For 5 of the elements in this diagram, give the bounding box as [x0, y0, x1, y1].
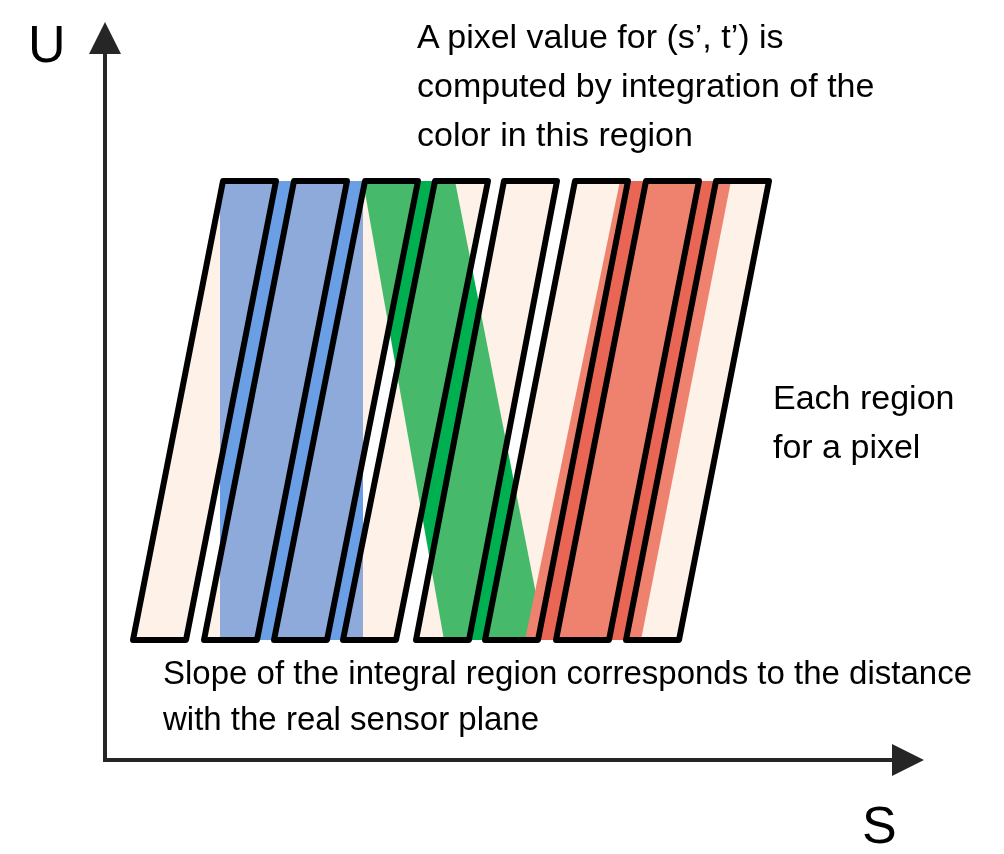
axis-label: U	[28, 14, 67, 74]
annotation-text: Slope of the integral region corresponds to the distance with the real sensor plane	[163, 653, 973, 739]
annotation-text: Each region for a pixel	[773, 377, 956, 467]
annotation-text: A pixel value for (s’, t’) is computed by integration of the color in this region	[417, 16, 876, 155]
axis-label: S	[862, 795, 898, 854]
